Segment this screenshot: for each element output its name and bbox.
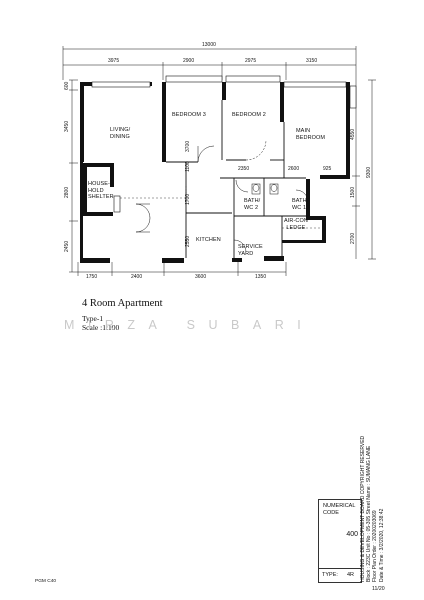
dim-top-2: 2900 (183, 58, 195, 64)
dim-bottom-3: 3600 (195, 274, 207, 280)
copyright-block: HOUSING & DEVELOPMENT BOARD COPYRIGHT RE… (360, 436, 385, 582)
numerical-code-value: 400 (346, 531, 358, 538)
dim-bedroom3-door: 1100 (185, 161, 191, 172)
footer-program-code: PGM C40 (35, 579, 57, 584)
interior-walls (166, 100, 306, 258)
room-service-yard: SERVICE YARD (238, 244, 263, 257)
dimension-lines (62, 46, 376, 276)
numerical-code-box: NUMERICAL CODE 400 TYPE: 4R (318, 499, 362, 583)
dim-left-3: 2800 (64, 186, 70, 198)
room-bedroom-2: BEDROOM 2 (232, 112, 266, 118)
dim-bottom-1: 1750 (86, 274, 98, 280)
door-swings (135, 139, 309, 253)
plan-title: 4 Room Apartment (82, 298, 163, 309)
dim-left-2: 3450 (64, 120, 70, 132)
room-bath-wc-2: BATH/ WC 2 (244, 198, 261, 211)
room-aircon-ledge: AIR-CON LEDGE (284, 218, 308, 231)
dim-left-1: 600 (64, 81, 70, 90)
dashed-outlines (120, 197, 322, 229)
dim-bath-right-edge: 925 (323, 166, 332, 172)
dim-right-inner-1: 4550 (350, 128, 356, 140)
dim-kitchen-height: 2550 (185, 235, 191, 247)
dim-bottom-2: 2400 (131, 274, 143, 280)
numerical-code-label: NUMERICAL CODE (323, 503, 356, 516)
dim-right-inner-3: 2700 (350, 232, 356, 244)
exterior-walls (80, 82, 350, 263)
watermark-text: MIRZA SUBARI (64, 318, 315, 332)
dim-top-4: 3150 (306, 58, 318, 64)
room-main-bedroom: MAIN BEDROOM (296, 128, 326, 141)
dim-right-inner-2: 1500 (350, 186, 356, 198)
dim-corridor-height: 1700 (185, 193, 191, 205)
plan-type: Type-1 (82, 314, 104, 323)
room-bath-wc-1: BATH/ WC 1 (292, 198, 309, 211)
windows (91, 75, 357, 109)
type-label: TYPE: (322, 572, 338, 578)
copyright-line-4: Date & Time : 3/2/2020, 12:38:42 (378, 508, 385, 582)
plan-scale: Scale :1:100 (82, 323, 120, 332)
bath-fixtures (251, 183, 279, 195)
dim-right-outer: 9300 (366, 166, 372, 178)
type-value: 4R (347, 572, 355, 578)
household-shelter (83, 163, 121, 216)
room-household-shelter: HOUSE- HOLD SHELTER (88, 181, 114, 200)
dim-left-4: 2450 (64, 240, 70, 252)
dim-bath-right-width: 2600 (288, 166, 300, 172)
dim-top-1: 3975 (108, 58, 120, 64)
room-bedroom-3: BEDROOM 3 (172, 112, 206, 118)
footer-page-count: 11/20 (372, 586, 385, 592)
dim-bath-left-width: 2350 (238, 166, 250, 172)
room-living-dining: LIVING/ DINING (110, 127, 131, 140)
dim-overall-width: 13000 (202, 42, 216, 48)
dim-top-3: 2975 (245, 58, 257, 64)
dim-bedroom3-height: 3700 (185, 140, 191, 152)
dim-bottom-4: 1350 (255, 274, 267, 280)
room-kitchen: KITCHEN (196, 237, 221, 243)
